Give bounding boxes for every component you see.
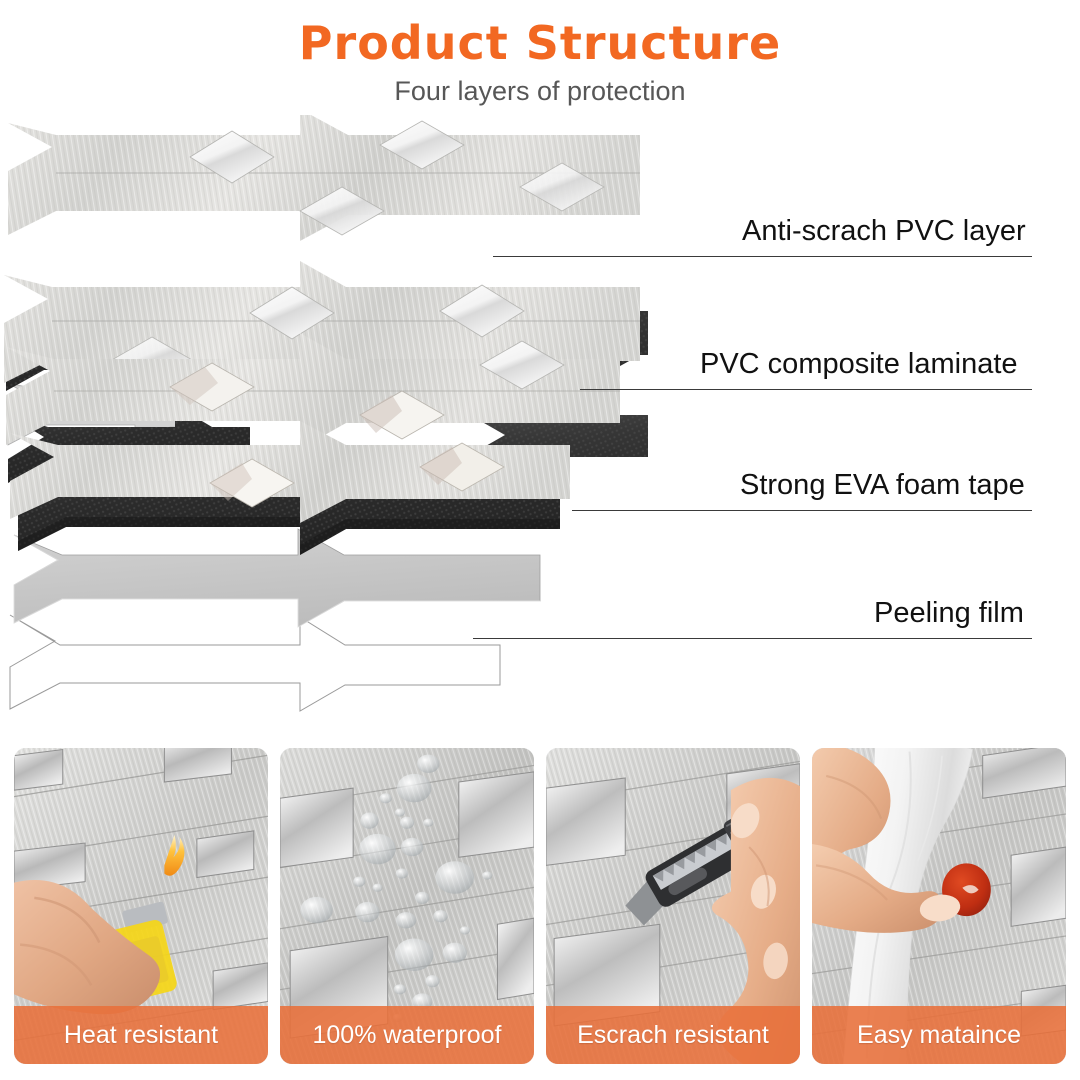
callout-label-2: PVC composite laminate (700, 348, 1018, 380)
feature-card-heat-resistant[interactable]: Heat resistant (14, 748, 268, 1064)
feature-card-easy-maintenance[interactable]: Easy mataince (812, 748, 1066, 1064)
page-title: Product Structure (298, 16, 782, 70)
hand (812, 748, 961, 933)
feature-label-bar-1: Heat resistant (14, 1006, 268, 1064)
feature-cards: Heat resistant (0, 748, 1080, 1068)
leader-line-4 (473, 638, 600, 639)
feature-label-3: Escrach resistant (577, 1020, 769, 1049)
underline-2 (600, 389, 1032, 390)
layer-stack-graphic (4, 109, 648, 712)
mirror-tiles (14, 748, 268, 1011)
feature-label-1: Heat resistant (63, 1020, 219, 1049)
layer-pvc-tile-band-mid (6, 333, 620, 449)
header: Product Structure Four layers of protect… (0, 0, 1080, 118)
underline-3 (600, 510, 1032, 511)
mirror-diamond-accents-top (189, 120, 605, 236)
layer-pvc-composite-laminate (4, 261, 640, 387)
feature-card-waterproof[interactable]: 100% waterproof (280, 748, 534, 1064)
layer-bottom-outline (9, 614, 501, 712)
callout-label-1: Anti-scrach PVC layer (742, 215, 1026, 247)
leader-line-3 (572, 510, 600, 511)
feature-label-2: 100% waterproof (312, 1020, 502, 1049)
leader-line-2 (580, 389, 600, 390)
feature-label-bar-3: Escrach resistant (546, 1006, 800, 1064)
layer-peeling-film (13, 528, 541, 628)
feature-label-bar-2: 100% waterproof (280, 1006, 534, 1064)
product-structure-diagram: Anti-scrach PVC layer PVC composite lami… (0, 109, 1080, 735)
hand (711, 777, 800, 1064)
exploded-layer-stack (0, 109, 650, 735)
flame (164, 834, 185, 876)
callout-label-3: Strong EVA foam tape (740, 469, 1025, 501)
underline-1 (600, 256, 1032, 257)
layer-pvc-tile-band-lower (10, 421, 570, 523)
feature-label-4: Easy mataince (857, 1020, 1021, 1049)
hand (14, 880, 161, 1015)
feature-label-bar-4: Easy mataince (812, 1006, 1066, 1064)
feature-card-scratch-resistant[interactable]: Escrach resistant (546, 748, 800, 1064)
marble-diamond-accents (169, 340, 565, 440)
leader-line-1 (493, 256, 600, 257)
water-droplets (300, 754, 493, 1022)
callout-label-4: Peeling film (874, 597, 1024, 629)
page-subtitle: Four layers of protection (394, 76, 686, 106)
marble-diamond-accent-lower (209, 442, 505, 508)
underline-4 (600, 638, 1032, 639)
layer-eva-foam-tape (18, 457, 560, 555)
layer-anti-scratch-pvc (8, 109, 640, 241)
